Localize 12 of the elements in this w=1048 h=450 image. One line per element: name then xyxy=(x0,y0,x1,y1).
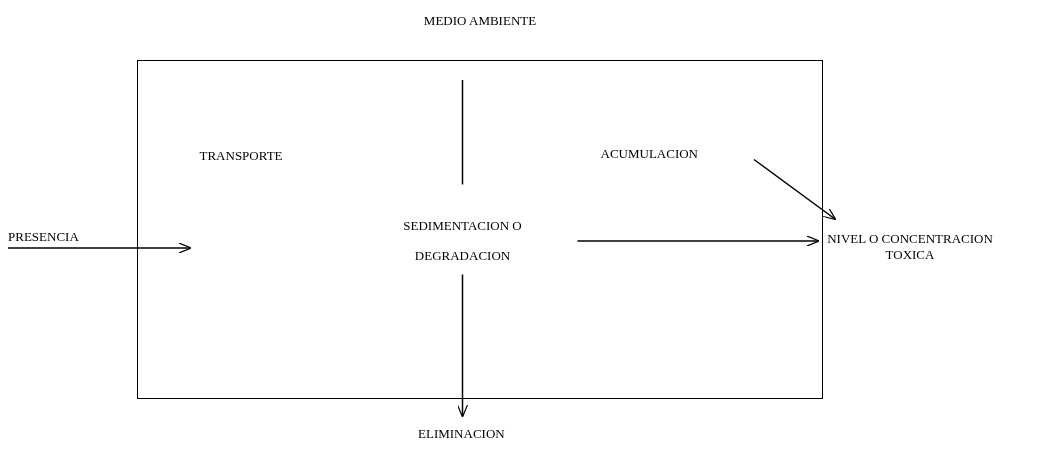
connector-line xyxy=(461,79,464,186)
arrow xyxy=(7,242,192,254)
arrow xyxy=(576,235,820,247)
stage-label: PRESENCIA xyxy=(8,229,79,245)
stage-label: ACUMULACION xyxy=(600,145,698,162)
stage-label: SEDIMENTACION O DEGRADACION xyxy=(377,210,548,271)
stage-label: NIVEL O CONCENTRACION TOXICA xyxy=(820,231,1000,263)
stage-label: ELIMINACION xyxy=(418,426,505,442)
arrow xyxy=(753,158,837,221)
arrow xyxy=(456,273,469,418)
frame-heading: MEDIO AMBIENTE xyxy=(423,13,537,29)
stage-label: TRANSPORTE xyxy=(199,147,283,164)
